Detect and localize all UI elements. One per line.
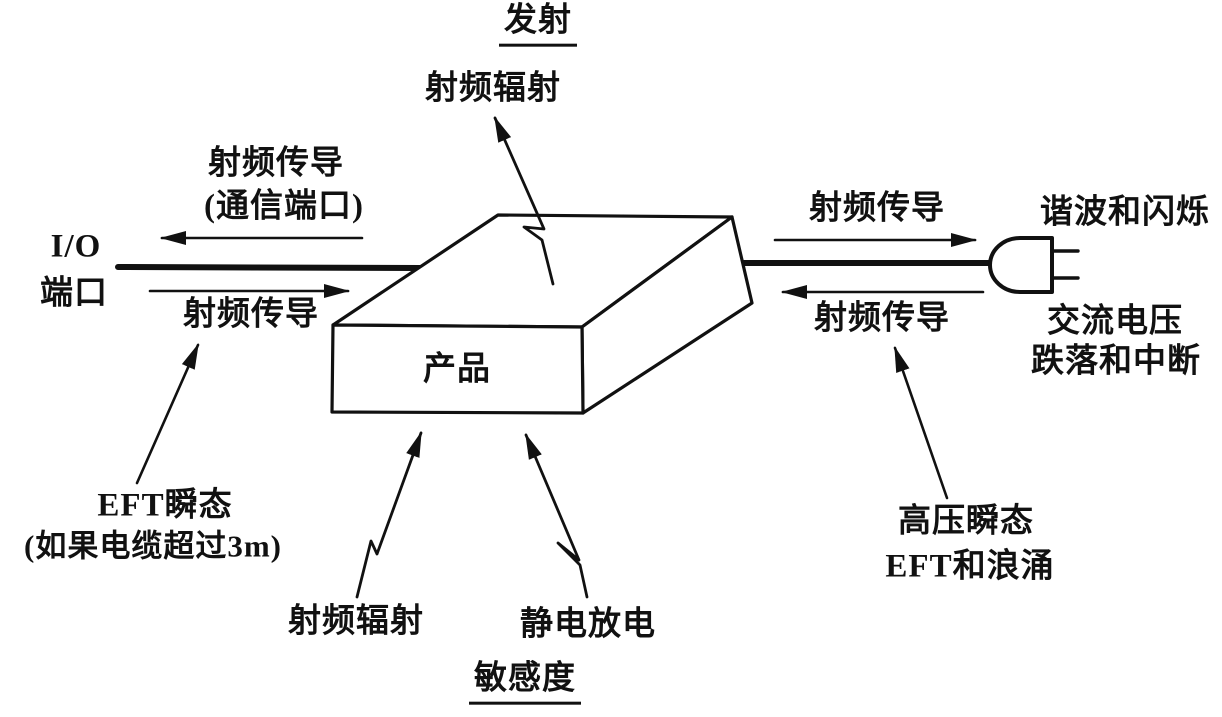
emission-rf-radiation-label: 射频辐射 (425, 70, 561, 107)
hv-transient-label-line1: 高压瞬态 (898, 503, 1034, 540)
io-port-label-line1: I/O (50, 228, 102, 265)
ac-dips-label-line2: 跌落和中断 (1031, 343, 1201, 380)
eft-transient-arrow (135, 343, 200, 485)
susceptibility-title: 敏感度 (469, 661, 581, 705)
product-box (330, 213, 754, 415)
ac-dips-label-line1: 交流电压 (1047, 303, 1183, 340)
esd-lightning-arrow (524, 433, 589, 599)
io-rf-out-label: 射频传导 (208, 145, 344, 182)
esd-label: 静电放电 (520, 606, 656, 643)
susceptibility-rf-radiation-label: 射频辐射 (288, 603, 424, 640)
io-port-label-line2: 端口 (40, 275, 108, 312)
hv-transient-arrow (893, 346, 949, 500)
rf-radiation-emission-lightning-arrow (493, 116, 555, 286)
eft-transient-label-line2: (如果电缆超过3m) (24, 528, 282, 564)
ac-plug-icon (988, 236, 1080, 294)
io-comm-port-label: (通信端口) (204, 188, 364, 225)
harmonics-flicker-label: 谐波和闪烁 (1040, 194, 1210, 231)
product-label: 产品 (423, 351, 491, 388)
plug-body (988, 236, 1054, 294)
product-front-face (330, 323, 585, 415)
io-rf-in-label: 射频传导 (183, 296, 319, 333)
emission-title: 发射 (499, 3, 577, 47)
hv-transient-label-line2: EFT和浪涌 (885, 548, 1055, 585)
eft-transient-label-line1: EFT瞬态 (97, 487, 233, 524)
power-rf-out-label: 射频传导 (809, 190, 945, 227)
rf-radiation-susceptibility-lightning-arrow (355, 431, 423, 599)
io-cable-line (115, 264, 423, 271)
power-rf-in-label: 射频传导 (814, 300, 950, 337)
